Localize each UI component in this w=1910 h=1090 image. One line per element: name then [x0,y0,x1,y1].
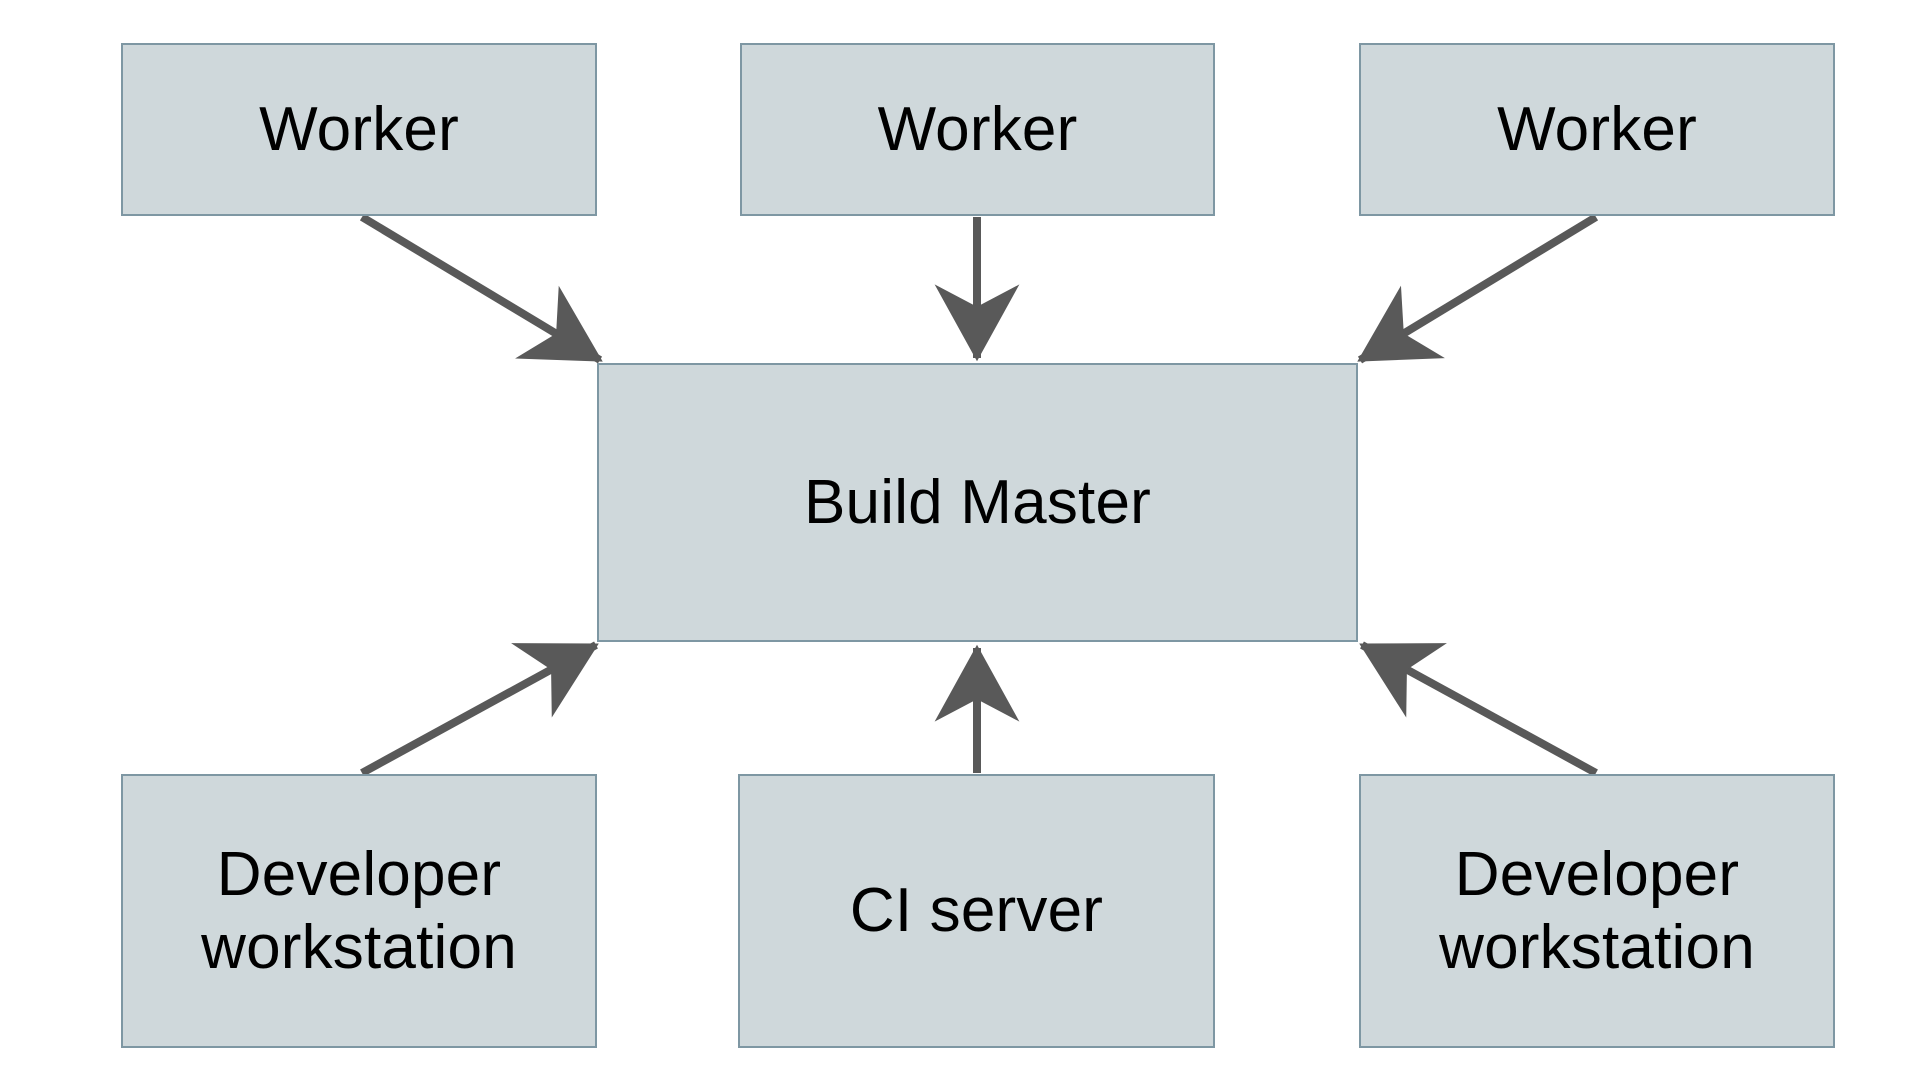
edge-devright-to-master [1359,641,1598,777]
node-ci-server[interactable]: CI server [738,774,1215,1048]
node-label: Worker [259,94,459,164]
node-worker-1[interactable]: Worker [121,43,597,216]
edge-worker1-to-master [359,213,603,364]
node-label: Developer workstation [201,839,517,982]
node-label: Worker [1497,94,1697,164]
edge-worker3-to-master [1357,213,1599,364]
node-build-master[interactable]: Build Master [597,363,1358,642]
node-worker-2[interactable]: Worker [740,43,1215,216]
edge-devleft-to-master [360,641,599,777]
node-label: Build Master [804,467,1151,537]
node-worker-3[interactable]: Worker [1359,43,1835,216]
node-developer-workstation-right[interactable]: Developer workstation [1359,774,1835,1048]
node-developer-workstation-left[interactable]: Developer workstation [121,774,597,1048]
node-label: Worker [877,94,1078,164]
node-label: Developer workstation [1439,839,1755,982]
node-label: CI server [849,876,1104,946]
